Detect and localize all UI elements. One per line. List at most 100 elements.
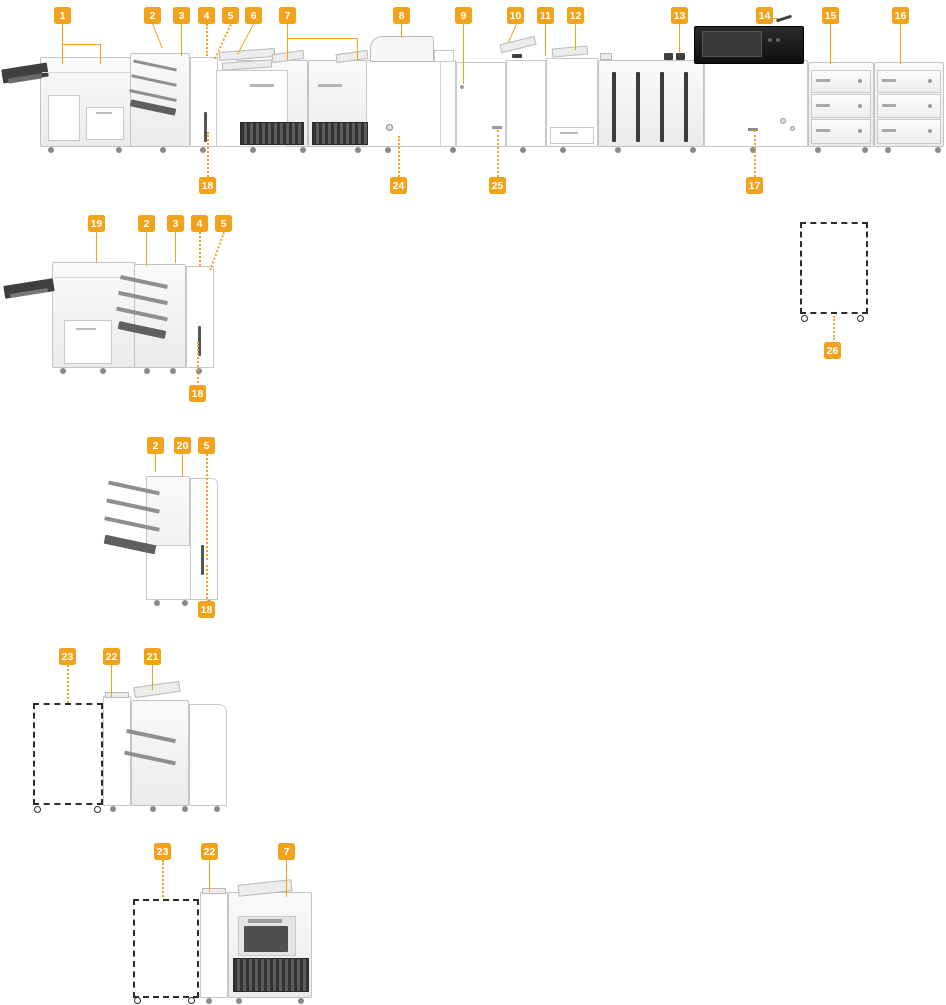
deck-drawer [877,70,941,93]
leader-line [830,24,831,64]
booklet-drawer [64,320,112,364]
drawer-handle [96,112,112,114]
leader-line [96,232,97,262]
leader-line-dotted [207,132,209,177]
caster [160,147,166,153]
caster [298,998,304,1004]
connector-unit [200,892,228,998]
folder-tower [189,704,227,806]
callout-4: 4 [191,215,208,232]
leader-line-dotted [206,454,208,560]
caster [885,147,891,153]
leader-line [575,24,576,50]
toner-cover [676,53,685,60]
leader-line [287,24,288,60]
callout-11: 11 [537,7,554,24]
callout-3: 3 [173,7,190,24]
panel-button [776,38,780,42]
leader-line [175,232,176,263]
leader-line [111,665,112,697]
lower-cover-mark [748,128,758,131]
caster [862,147,868,153]
caster [560,147,566,153]
callout-10: 10 [507,7,524,24]
finisher-handle [248,919,282,923]
body-knob [790,126,795,131]
caster [154,600,160,606]
callout-21: 21 [144,648,161,665]
caster [750,147,756,153]
leader-line-dotted [199,232,201,266]
callout-3: 3 [167,215,184,232]
caster [236,998,242,1004]
relay-latch [512,54,522,58]
caster [250,147,256,153]
caster [116,147,122,153]
engine-slot [660,72,664,142]
caster [60,368,66,374]
callout-23: 23 [59,648,76,665]
insertion-top-tray [551,45,589,58]
panel-button [768,38,772,42]
callout-23: 23 [154,843,171,860]
drawer-handle [816,129,830,132]
caster [182,806,188,812]
scan-unit-seam [440,62,441,146]
folder-top-tray [133,680,181,699]
callout-9: 9 [455,7,472,24]
callout-22: 22 [201,843,218,860]
engine-top-bump [600,53,612,60]
caster [690,147,696,153]
caster [520,147,526,153]
caster [100,368,106,374]
caster [144,368,150,374]
deck-indicator [928,79,932,83]
buffer-unit [190,478,218,600]
caster [300,147,306,153]
callout-2: 2 [144,7,161,24]
callout-14: 14 [756,7,773,24]
leader-line-dotted [754,130,756,177]
caster [815,147,821,153]
finisher-a-grille [240,122,304,145]
callout-4: 4 [198,7,215,24]
leader-line-dotted [162,860,164,897]
caster [450,147,456,153]
drawer-handle [816,104,830,107]
toner-cover [664,53,673,60]
callout-19: 19 [88,215,105,232]
callout-12: 12 [567,7,584,24]
finisher-b-grille [312,122,368,145]
buffer-handle [198,326,201,356]
deck-indicator [928,104,932,108]
engine-slot [684,72,688,142]
buffer-unit [190,57,218,147]
stacker-unit [130,53,190,147]
lower-panel-mark [492,126,502,129]
leader-line-dotted [67,665,69,703]
dashed-caster [34,806,41,813]
deck-indicator [858,79,862,83]
finisher-seam [54,277,134,278]
leader-line [152,665,153,690]
callout-26: 26 [824,342,841,359]
leader-line-dotted [206,565,208,599]
leader-line-dotted [398,136,400,177]
callout-8: 8 [393,7,410,24]
leader-line [152,23,163,49]
caster [355,147,361,153]
drawer-handle [816,79,830,82]
dashed-caster [94,806,101,813]
relay-unit [506,60,546,147]
leader-line [900,24,901,64]
caster [170,368,176,374]
callout-22: 22 [103,648,120,665]
dashed-caster [134,997,141,1004]
leader-line [209,860,210,892]
leader-line [155,454,156,472]
callout-16: 16 [892,7,909,24]
finisher-b-handle [318,84,342,87]
caster [200,147,206,153]
trimmer-seam [42,72,130,73]
leader-line-dotted [206,24,208,56]
